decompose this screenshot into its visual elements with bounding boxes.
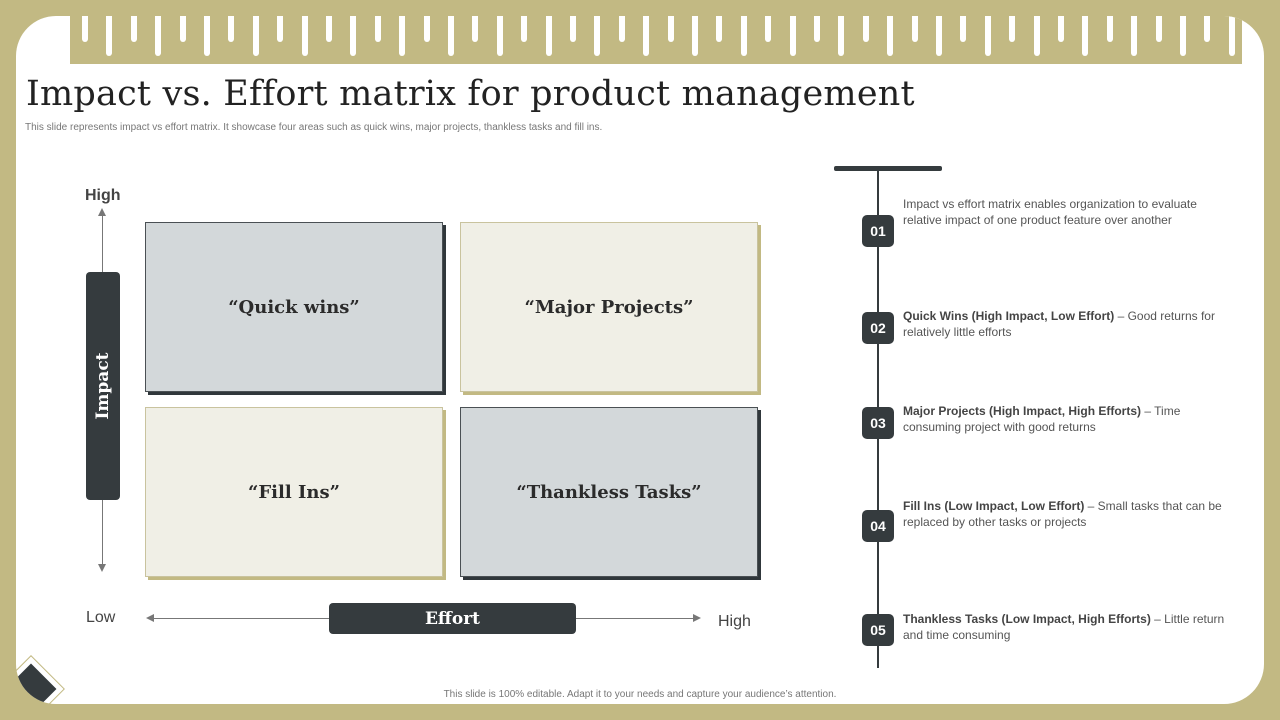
fringe-notch <box>228 16 235 42</box>
effort-axis-bar: Effort <box>329 603 576 634</box>
fringe-notch <box>814 16 820 42</box>
fringe-notch <box>911 16 918 42</box>
page-title: Impact vs. Effort matrix for product man… <box>26 74 915 114</box>
fringe-band <box>70 16 1242 64</box>
fringe-notch <box>179 16 186 42</box>
x-axis-low-label: Low <box>86 609 116 626</box>
quadrant-fill-ins: “Fill Ins” <box>145 407 443 577</box>
decorative-fringe <box>70 16 1242 66</box>
quadrant-thankless-tasks-label: “Thankless Tasks” <box>516 481 702 503</box>
fringe-notch <box>936 16 942 56</box>
step-number-badge: 01 <box>862 215 894 247</box>
fringe-notch <box>130 16 137 42</box>
step-description: Quick Wins (High Impact, Low Effort) – G… <box>903 308 1233 340</box>
quadrant-fill-ins-label: “Fill Ins” <box>248 481 340 503</box>
step-title: Fill Ins (Low Impact, Low Effort) <box>903 499 1085 513</box>
fringe-notch <box>496 16 503 56</box>
fringe-notch <box>960 16 967 42</box>
fringe-notch <box>838 16 845 56</box>
step-detail: – Good returns for relatively little eff… <box>903 309 1215 339</box>
fringe-notch <box>374 16 381 42</box>
x-axis-line-right <box>576 618 694 619</box>
x-axis-arrow-left-icon <box>146 614 154 622</box>
step-description: Major Projects (High Impact, High Effort… <box>903 403 1223 435</box>
y-axis-arrow-down-icon <box>98 564 106 572</box>
fringe-notch <box>692 16 698 56</box>
fringe-notch <box>155 16 162 56</box>
fringe-notch <box>350 16 357 56</box>
slide-panel: Impact vs. Effort matrix for product man… <box>16 16 1264 704</box>
fringe-notch <box>765 16 772 42</box>
fringe-notch <box>1155 16 1162 42</box>
y-axis-high-label: High <box>85 187 121 204</box>
fringe-notch <box>301 16 308 56</box>
quadrant-quick-wins-label: “Quick wins” <box>228 296 360 318</box>
quadrant-major-projects-label: “Major Projects” <box>524 296 694 318</box>
fringe-notch <box>472 16 479 42</box>
fringe-notch <box>789 16 796 56</box>
fringe-notch <box>448 16 454 56</box>
fringe-notch <box>204 16 210 56</box>
step-description: Fill Ins (Low Impact, Low Effort) – Smal… <box>903 498 1243 530</box>
step-number-badge: 04 <box>862 510 894 542</box>
quadrant-thankless-tasks: “Thankless Tasks” <box>460 407 758 577</box>
step-title: Quick Wins (High Impact, Low Effort) <box>903 309 1115 323</box>
fringe-notch <box>887 16 894 56</box>
y-axis-line-top <box>102 214 103 272</box>
fringe-notch <box>1180 16 1186 56</box>
step-title: Thankless Tasks (Low Impact, High Effort… <box>903 612 1151 626</box>
step-title: Major Projects (High Impact, High Effort… <box>903 404 1142 418</box>
fringe-notch <box>1131 16 1138 56</box>
quadrant-quick-wins: “Quick wins” <box>145 222 443 392</box>
quadrant-major-projects: “Major Projects” <box>460 222 758 392</box>
impact-axis-label: Impact <box>93 352 113 420</box>
x-axis-high-label: High <box>718 613 751 630</box>
fringe-notch <box>1009 16 1016 42</box>
fringe-notch <box>643 16 650 56</box>
step-description: Impact vs effort matrix enables organiza… <box>903 196 1213 228</box>
fringe-notch <box>82 16 88 42</box>
step-description: Thankless Tasks (Low Impact, High Effort… <box>903 611 1238 643</box>
fringe-notch <box>106 16 113 56</box>
step-detail: – Little return and time consuming <box>903 612 1225 642</box>
step-number-badge: 05 <box>862 614 894 646</box>
step-detail: – Small tasks that can be replaced by ot… <box>903 499 1222 529</box>
fringe-notch <box>984 16 991 56</box>
fringe-notch <box>1106 16 1113 42</box>
fringe-notch <box>1204 16 1211 42</box>
step-number-badge: 02 <box>862 312 894 344</box>
fringe-notch <box>667 16 674 42</box>
step-number-badge: 03 <box>862 407 894 439</box>
fringe-notch <box>399 16 406 56</box>
fringe-notch <box>326 16 332 42</box>
fringe-notch <box>862 16 869 42</box>
effort-axis-label: Effort <box>424 608 481 629</box>
step-detail: Impact vs effort matrix enables organiza… <box>903 197 1197 227</box>
fringe-notch <box>1033 16 1040 56</box>
step-detail: – Time consuming project with good retur… <box>903 404 1181 434</box>
fringe-notch <box>594 16 601 56</box>
fringe-notch <box>423 16 430 42</box>
fringe-notch <box>545 16 552 56</box>
fringe-notch <box>1082 16 1089 56</box>
y-axis-line-bottom <box>102 500 103 566</box>
x-axis-arrow-right-icon <box>693 614 701 622</box>
timeline-cap <box>834 166 942 171</box>
impact-axis-bar: Impact <box>86 272 120 500</box>
y-axis-arrow-up-icon <box>98 208 106 216</box>
fringe-notch <box>716 16 723 42</box>
fringe-notch <box>618 16 625 42</box>
page-subtitle: This slide represents impact vs effort m… <box>25 122 603 133</box>
fringe-notch <box>277 16 284 42</box>
fringe-notch <box>1228 16 1235 56</box>
fringe-notch <box>1058 16 1064 42</box>
fringe-notch <box>570 16 576 42</box>
fringe-notch <box>740 16 747 56</box>
footer-note: This slide is 100% editable. Adapt it to… <box>443 689 837 700</box>
fringe-notch <box>252 16 259 56</box>
x-axis-line-left <box>153 618 329 619</box>
fringe-notch <box>521 16 528 42</box>
